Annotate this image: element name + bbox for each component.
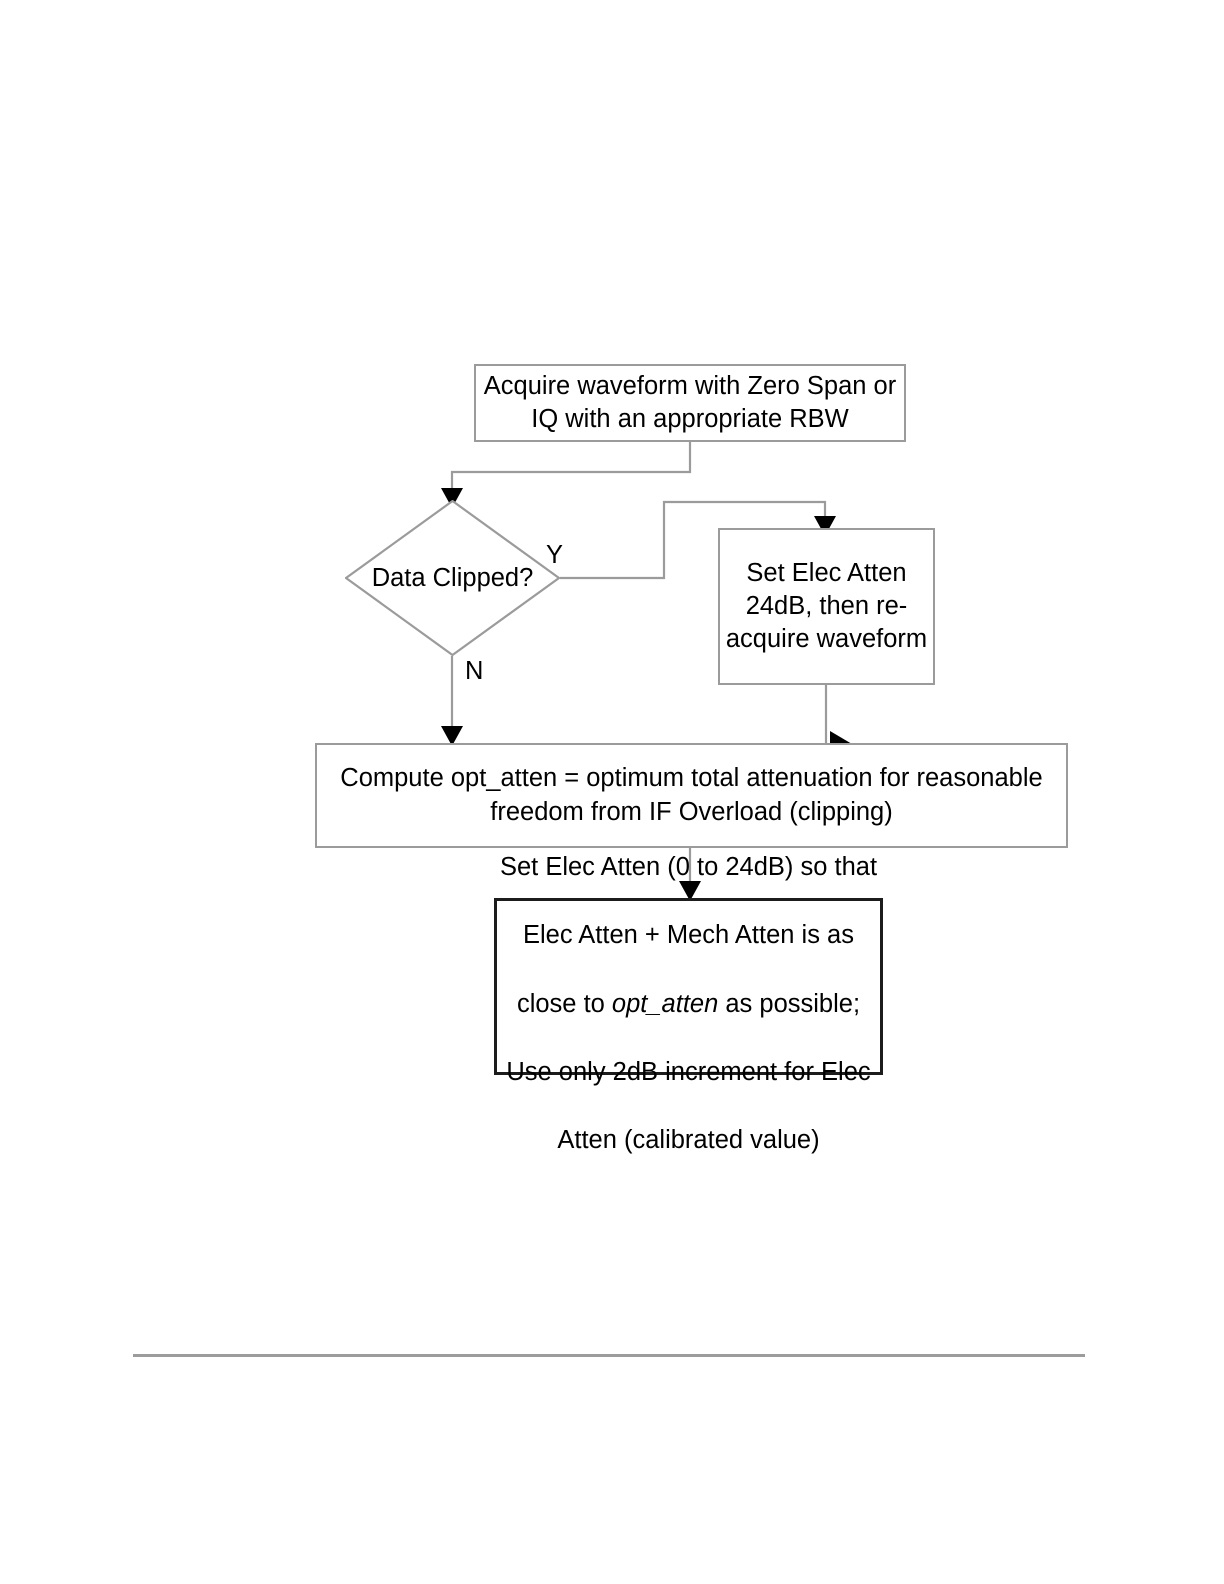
branch-label-yes: Y bbox=[546, 541, 564, 569]
node-data-clipped-label: Data Clipped? bbox=[371, 563, 534, 592]
set-elec-range-line-2: Elec Atten + Mech Atten is as bbox=[523, 921, 854, 950]
node-acquire-waveform-label: Acquire waveform with Zero Span or IQ wi… bbox=[483, 371, 897, 433]
diamond-shape bbox=[345, 500, 560, 656]
set-elec-range-line-5: Atten (calibrated value) bbox=[557, 1126, 820, 1155]
set-elec-range-line-3-pre: close to bbox=[516, 989, 612, 1018]
node-data-clipped-decision[interactable]: Data Clipped? bbox=[345, 500, 560, 656]
node-set-elec-atten-24db-label: Set Elec Atten 24dB, then re- acquire wa… bbox=[725, 558, 928, 654]
branch-label-no: N bbox=[465, 657, 484, 685]
set-elec-range-line-1: Set Elec Atten (0 to 24dB) so that bbox=[499, 852, 878, 881]
edge-acquire-to-decision bbox=[450, 442, 692, 494]
node-compute-opt-atten[interactable]: Compute opt_atten = optimum total attenu… bbox=[315, 743, 1068, 848]
set-elec-range-line-3-post: as possible; bbox=[718, 989, 861, 1018]
node-acquire-waveform[interactable]: Acquire waveform with Zero Span or IQ wi… bbox=[474, 364, 906, 442]
node-set-elec-atten-range-label: Set Elec Atten (0 to 24dB) so that Elec … bbox=[497, 816, 880, 1158]
node-set-elec-atten-range[interactable]: Set Elec Atten (0 to 24dB) so that Elec … bbox=[494, 853, 883, 1154]
footer-divider bbox=[133, 1354, 1085, 1357]
set-elec-range-opt-atten-term: opt_atten bbox=[611, 989, 719, 1018]
set-elec-range-line-4: Use only 2dB increment for Elec bbox=[506, 1057, 871, 1086]
node-set-elec-atten-24db[interactable]: Set Elec Atten 24dB, then re- acquire wa… bbox=[718, 528, 935, 685]
node-compute-opt-atten-label: Compute opt_atten = optimum total attenu… bbox=[340, 764, 1043, 826]
